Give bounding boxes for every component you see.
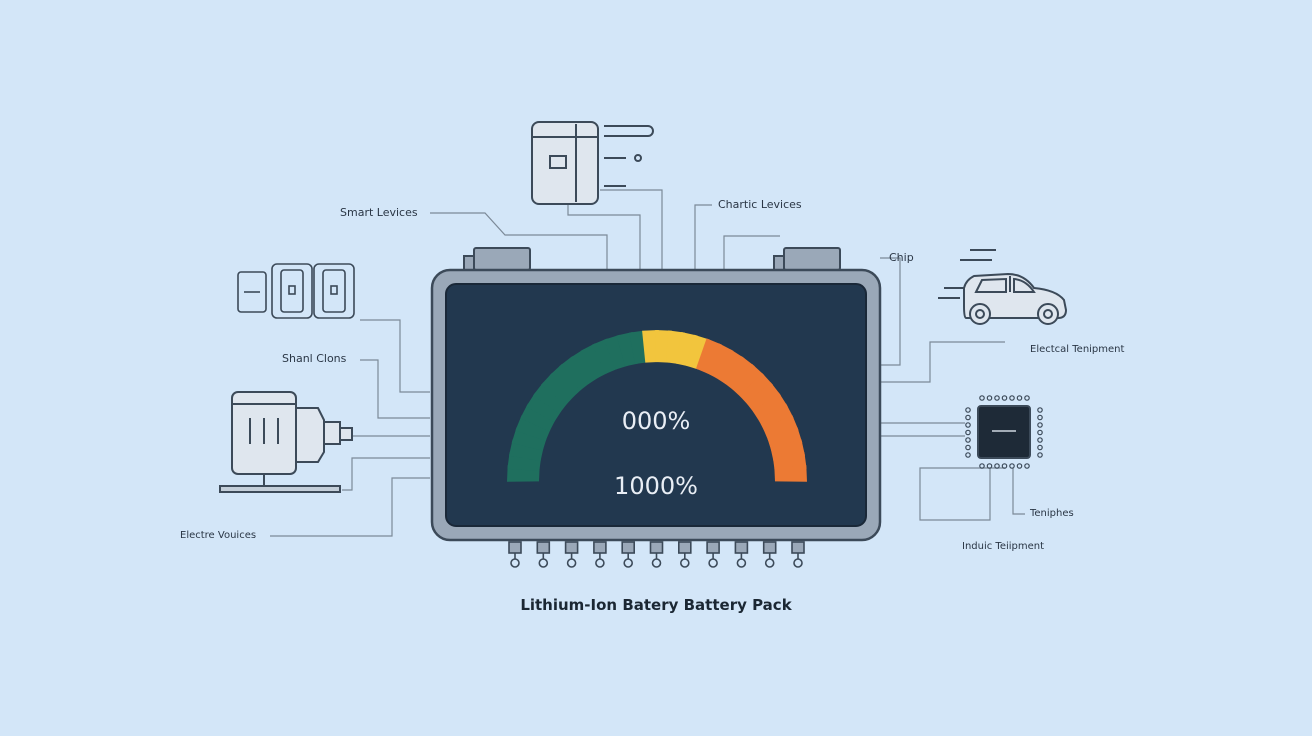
- chip-pin: [965, 414, 971, 421]
- battery-pin: [706, 541, 720, 568]
- gauge-segment: [774, 465, 807, 482]
- chip-pin: [1037, 452, 1043, 458]
- gauge-arc: [507, 330, 807, 482]
- label-smart-clocks: Shanl Clons: [282, 352, 347, 365]
- battery-pin: [677, 541, 692, 568]
- label-telephones: Teniphes: [1030, 508, 1074, 519]
- battery-pin: [649, 541, 664, 568]
- gauge-segment: [714, 349, 745, 385]
- gauge-segment: [746, 382, 781, 414]
- gauge-segment: [676, 332, 698, 367]
- gauge-segment: [731, 363, 765, 398]
- gauge-segment: [509, 439, 544, 461]
- connector-lines: [270, 189, 1025, 537]
- battery-pin: [536, 541, 551, 568]
- chip-pin: [965, 452, 971, 458]
- chip-pin: [1009, 463, 1015, 469]
- gauge-segment: [520, 403, 556, 432]
- gauge-segment: [569, 349, 600, 385]
- chip-pin: [1016, 395, 1023, 401]
- car-icon: [938, 249, 1068, 325]
- battery-pin: [621, 541, 636, 568]
- battery-pin: [734, 541, 749, 568]
- chip-pin: [1024, 463, 1030, 469]
- electric-motor-icon: [219, 391, 353, 493]
- gauge-segment: [696, 338, 722, 374]
- gauge-segment: [752, 392, 788, 423]
- phone-icon: [531, 121, 654, 205]
- gauge-segment: [533, 382, 568, 414]
- gauge-segment: [515, 415, 551, 441]
- chip-pin: [965, 444, 971, 451]
- gauge-segment: [763, 415, 799, 441]
- gauge-segment: [723, 356, 755, 391]
- gauge-segment: [686, 334, 710, 370]
- gauge-segment: [540, 372, 575, 406]
- battery-terminals: [463, 247, 841, 271]
- chip-pin: [979, 395, 985, 401]
- chip-pin: [965, 429, 971, 436]
- label-indust-equipment: Induic Teiipment: [962, 541, 1045, 552]
- gauge-segment: [739, 372, 774, 406]
- chip-pin: [1037, 437, 1043, 443]
- diagram-caption: Lithium-Ion Batery Battery Pack: [520, 596, 792, 614]
- chip-pin: [994, 463, 1000, 469]
- chip-pin: [1037, 422, 1043, 428]
- gauge-segment: [549, 363, 583, 398]
- gauge-segment: [592, 338, 618, 374]
- chip-pin: [965, 437, 971, 443]
- chip-pin: [1037, 407, 1043, 413]
- battery-pin: [762, 541, 777, 568]
- gauge-segment: [705, 343, 734, 379]
- battery-pack: [430, 268, 882, 542]
- gauge-value-top: 000%: [621, 407, 691, 435]
- gauge-segment: [526, 392, 562, 423]
- chip-icon: [965, 395, 1043, 469]
- chip-pin: [994, 395, 1000, 401]
- battery-pin: [593, 541, 607, 568]
- label-electrical-equipment: Electcal Tenipment: [1030, 344, 1125, 355]
- battery-pins: [508, 541, 805, 568]
- label-chip: Chip: [889, 251, 914, 264]
- chip-pin: [1037, 429, 1043, 436]
- gauge-value-bottom: 1000%: [614, 472, 698, 500]
- chip-pin: [979, 463, 985, 469]
- chip-pin: [965, 407, 971, 413]
- battery-pin: [508, 541, 522, 568]
- label-smart-devices: Smart Levices: [340, 206, 418, 219]
- chip-pin: [986, 463, 993, 469]
- chip-pin: [986, 395, 993, 401]
- battery-pin: [791, 541, 805, 568]
- chip-pin: [1009, 395, 1015, 401]
- battery-pin: [564, 541, 579, 568]
- chip-pin: [1024, 395, 1030, 401]
- chip-pin: [1016, 463, 1023, 469]
- gauge-segment: [580, 343, 609, 379]
- chip-pin: [1037, 414, 1043, 421]
- gauge-segment: [758, 403, 794, 432]
- smart-devices-icon: [237, 263, 355, 319]
- label-electric-devices: Electre Vouices: [180, 530, 257, 541]
- chip-pin: [1037, 444, 1043, 451]
- label-charger-devices: Chartic Levices: [718, 198, 802, 211]
- gauge-segment: [511, 427, 547, 451]
- gauge-segment: [642, 330, 659, 363]
- chip-pin: [965, 422, 971, 428]
- gauge-segment: [559, 356, 591, 391]
- chip-pin: [1001, 463, 1008, 469]
- chip-pin: [1001, 395, 1008, 401]
